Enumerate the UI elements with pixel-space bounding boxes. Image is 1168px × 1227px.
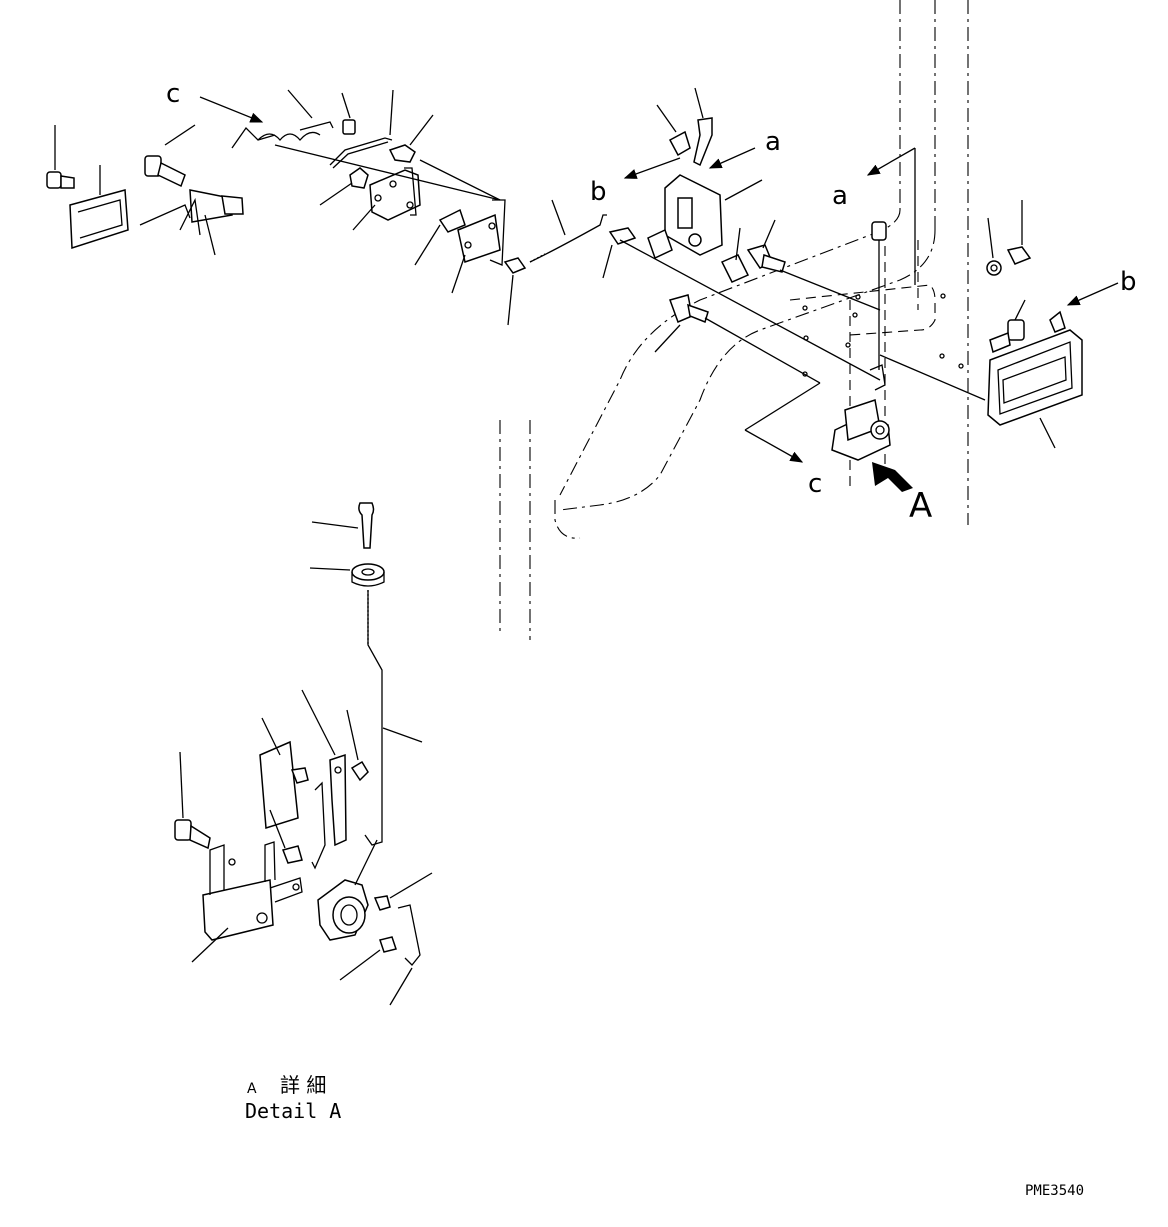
detail-A-exploded-view	[174, 502, 433, 1006]
detail-marker: A	[247, 1081, 257, 1097]
view-A-arrow	[872, 462, 913, 492]
drawing-number: PME3540	[1025, 1183, 1084, 1199]
door-lock-mechanism	[647, 87, 881, 384]
detail-title-japanese: 詳 細	[280, 1073, 326, 1097]
label-c-right: c	[808, 469, 822, 499]
spring-rod-linkage	[231, 89, 527, 326]
rod-b-assembly	[529, 199, 881, 381]
outside-handle-assembly	[831, 200, 1083, 461]
label-a-left: a	[765, 127, 781, 157]
label-b-left: b	[590, 177, 607, 207]
label-c-left: c	[166, 79, 180, 109]
striker-plate-assembly	[46, 124, 244, 256]
label-b-right: b	[1120, 267, 1137, 297]
label-view-A: A	[909, 486, 932, 526]
door-frame-outline	[499, 0, 969, 640]
detail-title-english: Detail A	[245, 1099, 341, 1123]
label-a-right: a	[832, 181, 848, 211]
view-arrows	[199, 96, 1119, 492]
